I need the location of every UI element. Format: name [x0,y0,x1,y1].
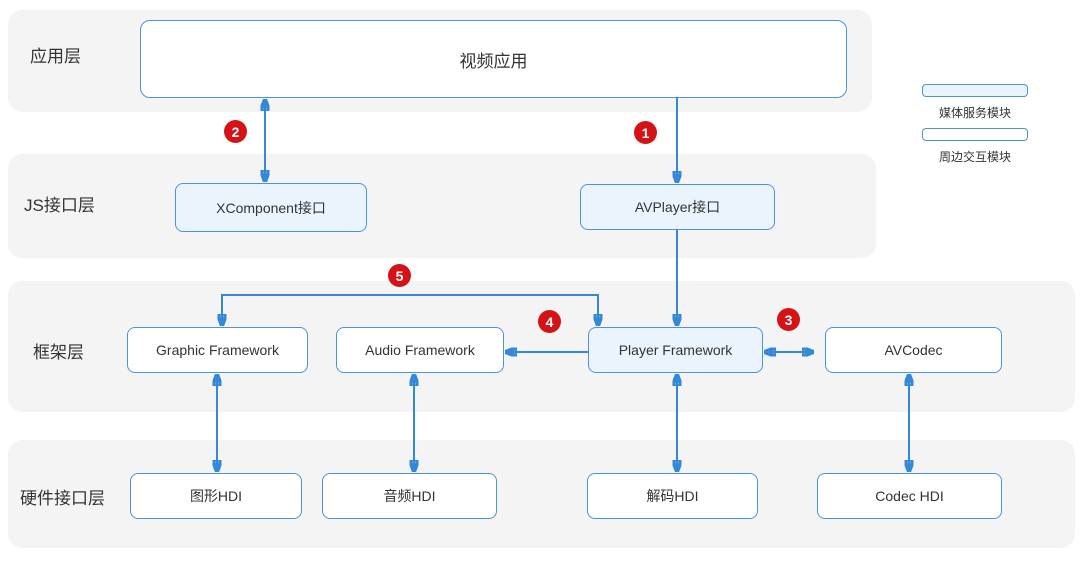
legend-label-media-service: 媒体服务模块 [938,106,1011,120]
label-application-layer: 应用层 [30,47,81,66]
legend-swatch-peripheral [922,128,1028,141]
node-avplayer-interface: AVPlayer接口 [580,184,775,230]
node-xcomponent-interface: XComponent接口 [175,183,367,232]
node-graphic-framework: Graphic Framework [127,327,308,373]
step-badge-5: 5 [388,264,411,287]
step-badge-1: 1 [634,121,657,144]
step-badge-4: 4 [538,310,561,333]
connector-playerfw-graphicfw [222,294,598,325]
legend-label-peripheral: 周边交互模块 [938,150,1011,164]
node-graphic-hdi: 图形HDI [130,473,302,519]
step-badge-2: 2 [224,120,247,143]
node-avcodec: AVCodec [825,327,1002,373]
step-badge-3: 3 [777,308,800,331]
node-codec-hdi: Codec HDI [817,473,1002,519]
node-decode-hdi: 解码HDI [587,473,758,519]
node-audio-hdi: 音频HDI [322,473,497,519]
label-js-interface-layer: JS接口层 [24,196,95,215]
label-hdi-layer: 硬件接口层 [20,489,105,508]
node-audio-framework: Audio Framework [336,327,504,373]
node-video-app: 视频应用 [140,20,847,98]
legend-swatch-media-service [922,84,1028,97]
node-player-framework: Player Framework [588,327,763,373]
label-framework-layer: 框架层 [33,343,84,362]
